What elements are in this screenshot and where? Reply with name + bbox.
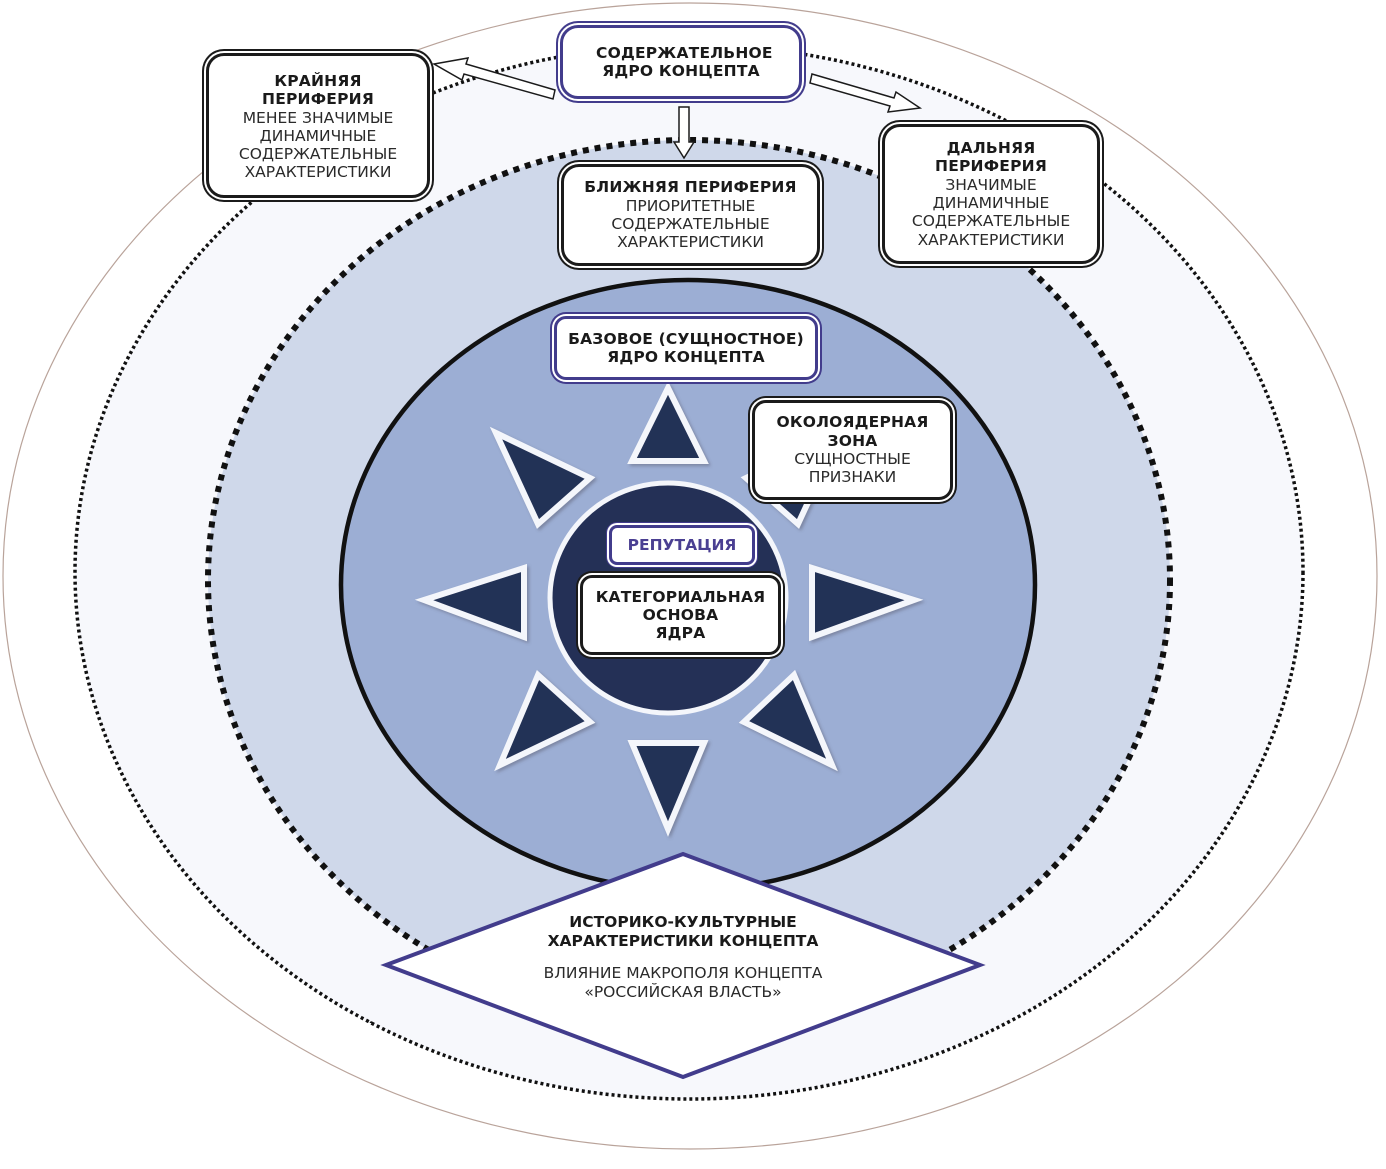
ray-triangle-right — [809, 563, 924, 642]
base-core-title-line1: БАЗОВОЕ (СУЩНОСТНОЕ) — [568, 329, 804, 348]
far-periphery-box: ДАЛЬНЯЯ ПЕРИФЕРИЯ ЗНАЧИМЫЕ ДИНАМИЧНЫЕ СО… — [882, 124, 1100, 264]
categorical-basis-line3: ЯДРА — [655, 624, 706, 643]
extreme-periphery-line: МЕНЕЕ ЗНАЧИМЫЕ — [242, 108, 394, 127]
arrow-to-extreme-periphery — [431, 57, 556, 100]
extreme-periphery-line: ДИНАМИЧНЫЕ — [259, 126, 377, 145]
diamond-title-line1: ИСТОРИКО-КУЛЬТУРНЫЕ — [569, 913, 797, 931]
far-periphery-line: ЗНАЧИМЫЕ — [945, 175, 1037, 194]
categorical-basis-line2: ОСНОВА — [642, 605, 719, 624]
near-core-zone-title-line1: ОКОЛОЯДЕРНАЯ — [776, 413, 929, 432]
ray-triangle-upper-left — [489, 426, 596, 529]
near-core-zone-line: СУЩНОСТНЫЕ — [794, 450, 911, 468]
content-core-box: СОДЕРЖАТЕЛЬНОЕ ЯДРО КОНЦЕПТА — [560, 25, 802, 99]
near-core-zone-line: ПРИЗНАКИ — [808, 468, 897, 487]
extreme-periphery-line: ХАРАКТЕРИСТИКИ — [244, 163, 392, 182]
historical-cultural-diamond — [380, 851, 986, 1080]
far-periphery-line: ХАРАКТЕРИСТИКИ — [917, 230, 1065, 249]
ray-triangle-lower-left — [494, 669, 596, 772]
extreme-periphery-box: КРАЙНЯЯ ПЕРИФЕРИЯ МЕНЕЕ ЗНАЧИМЫЕ ДИНАМИЧ… — [206, 53, 430, 198]
near-core-zone-title-line2: ЗОНА — [827, 431, 878, 450]
diamond-title-line2: ХАРАКТЕРИСТИКИ КОНЦЕПТА — [547, 931, 819, 950]
near-periphery-box: БЛИЖНЯЯ ПЕРИФЕРИЯ ПРИОРИТЕТНЫЕ СОДЕРЖАТЕ… — [561, 164, 820, 266]
categorical-basis-line1: КАТЕГОРИАЛЬНАЯ — [595, 587, 766, 606]
arrow-to-near-periphery — [672, 106, 696, 160]
far-periphery-line: ДИНАМИЧНЫЕ — [932, 194, 1050, 212]
ray-triangle-lower-right — [738, 669, 838, 772]
categorical-basis-box: КАТЕГОРИАЛЬНАЯ ОСНОВА ЯДРА — [580, 575, 781, 655]
far-periphery-line: СОДЕРЖАТЕЛЬНЫЕ — [911, 212, 1071, 231]
near-periphery-line: СОДЕРЖАТЕЛЬНЫЕ — [611, 215, 770, 233]
base-core-box: БАЗОВОЕ (СУЩНОСТНОЕ) ЯДРО КОНЦЕПТА — [554, 316, 818, 380]
near-periphery-line: ПРИОРИТЕТНЫЕ — [625, 196, 756, 215]
reputation-box: РЕПУТАЦИЯ — [609, 525, 755, 565]
diamond-sub-line2: «РОССИЙСКАЯ ВЛАСТЬ» — [584, 982, 782, 1001]
reputation-label: РЕПУТАЦИЯ — [627, 535, 737, 554]
near-periphery-title: БЛИЖНЯЯ ПЕРИФЕРИЯ — [584, 178, 797, 197]
near-periphery-line: ХАРАКТЕРИСТИКИ — [617, 233, 764, 252]
ray-triangle-bottom — [627, 740, 709, 837]
base-core-title-line2: ЯДРО КОНЦЕПТА — [607, 348, 765, 366]
extreme-periphery-title: КРАЙНЯЯ ПЕРИФЕРИЯ — [262, 72, 374, 109]
far-periphery-title: ДАЛЬНЯЯ ПЕРИФЕРИЯ — [935, 139, 1047, 176]
ray-triangle-top — [627, 381, 709, 464]
extreme-periphery-line: СОДЕРЖАТЕЛЬНЫЕ — [238, 145, 398, 164]
content-core-title: СОДЕРЖАТЕЛЬНОЕ ЯДРО КОНЦЕПТА — [596, 43, 773, 80]
diamond-sub-line1: ВЛИЯНИЕ МАКРОПОЛЯ КОНЦЕПТА — [543, 964, 823, 983]
ray-triangle-left — [414, 563, 527, 642]
diamond-text: ИСТОРИКО-КУЛЬТУРНЫЕ ХАРАКТЕРИСТИКИ КОНЦЕ… — [483, 913, 883, 1001]
near-core-zone-box: ОКОЛОЯДЕРНАЯ ЗОНА СУЩНОСТНЫЕ ПРИЗНАКИ — [752, 400, 953, 500]
arrow-to-far-periphery — [809, 73, 923, 113]
